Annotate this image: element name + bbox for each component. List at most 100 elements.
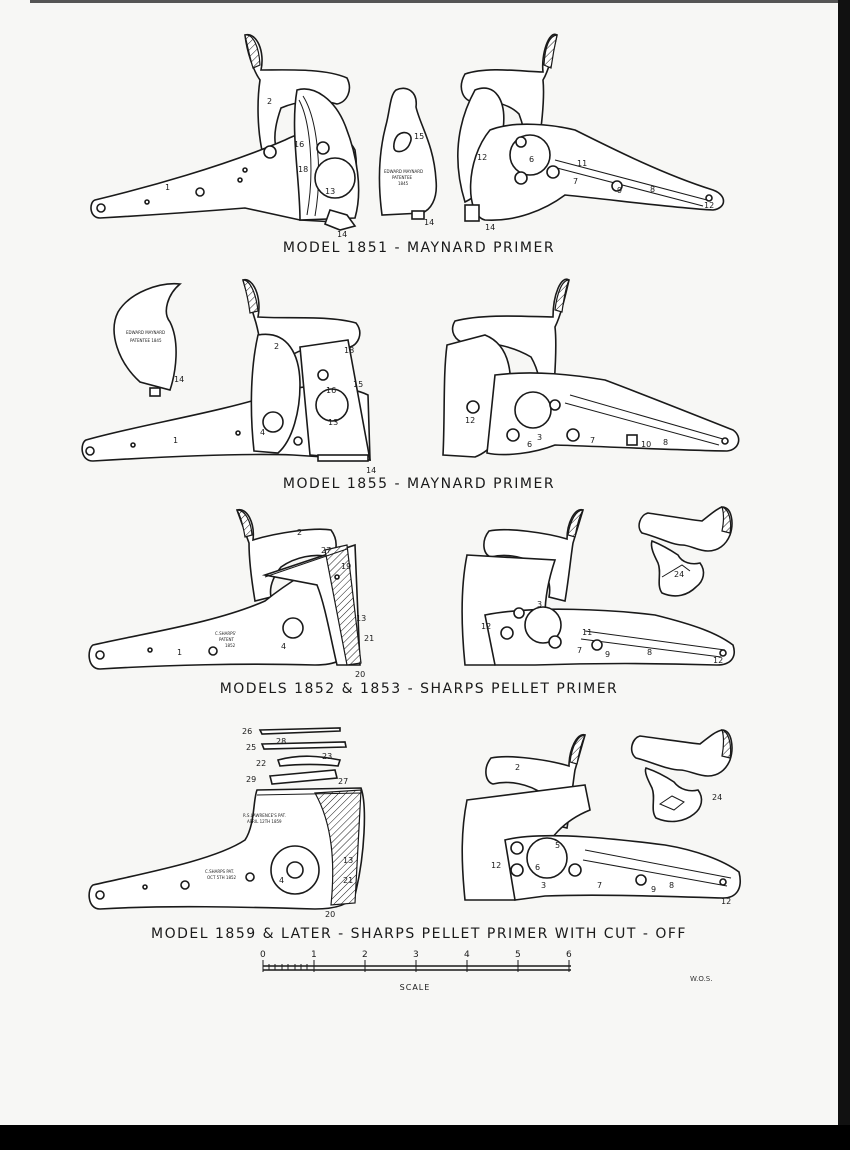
part-label-11: 11 (577, 159, 587, 168)
caption-model-1851: MODEL 1851 - MAYNARD PRIMER (282, 240, 556, 256)
stamp-maynard-1855-line1: EDWARD MAYNARD (126, 330, 165, 335)
part-label-9: 9 (605, 650, 610, 659)
part-label-7: 7 (573, 177, 578, 186)
part-label-14: 14 (485, 223, 495, 232)
part-label-18: 18 (298, 165, 308, 174)
part-label-15: 15 (353, 380, 363, 389)
model-1852-hammer-detail: 24 (632, 505, 742, 609)
stamp-sharps-1852-line3: 1852 (225, 643, 236, 648)
part-label-5: 5 (555, 841, 560, 850)
part-label-8: 8 (650, 185, 655, 194)
part-label-14: 14 (366, 466, 376, 475)
stamp-maynard-1851-line2: PATENTEE (392, 175, 413, 180)
part-label-2: 2 (267, 97, 272, 106)
part-label-13: 13 (343, 856, 353, 865)
part-label-3: 3 (537, 433, 542, 442)
part-label-11: 11 (582, 628, 592, 637)
part-label-6: 6 (529, 155, 534, 164)
part-label-12: 12 (713, 656, 723, 665)
scan-edge-bottom (0, 1125, 850, 1150)
part-label-12: 12 (704, 201, 714, 210)
scale-tick-2: 2 (362, 950, 368, 960)
part-label-27: 27 (321, 546, 331, 555)
part-label-20: 20 (325, 910, 335, 919)
part-label-28: 28 (276, 737, 286, 746)
maynard-1855-magazine-door: EDWARD MAYNARD PATENTEE 1845 14 (100, 282, 190, 406)
part-label-12: 12 (491, 861, 501, 870)
part-label-26: 26 (242, 727, 252, 736)
part-label-8: 8 (647, 648, 652, 657)
scale-tick-0: 0 (260, 950, 266, 960)
part-label-15: 15 (414, 132, 424, 141)
stamp-sharps-1852-line2: PATENT (219, 637, 235, 642)
part-label-8: 8 (669, 881, 674, 890)
part-label-23: 23 (322, 752, 332, 761)
maynard-magazine-door: EDWARD MAYNARD PATENTEE 1845 15 14 (372, 85, 452, 239)
part-label-12: 12 (721, 897, 731, 906)
model-1859-lock-interior: 12 5 6 3 7 9 8 12 2 (455, 730, 745, 914)
part-label-9: 9 (617, 186, 622, 195)
model-1852-lock-exterior: C.SHARPS' PATENT 1852 2 27 19 13 21 4 1 … (85, 505, 375, 684)
part-label-7: 7 (577, 646, 582, 655)
part-label-29: 29 (246, 775, 256, 784)
part-label-4: 4 (281, 642, 286, 651)
scale-tick-1: 1 (311, 950, 317, 960)
scale-tick-6: 6 (566, 950, 572, 960)
scale-tick-3: 3 (413, 950, 419, 960)
part-label-19: 19 (341, 562, 351, 571)
part-label-16: 16 (326, 386, 336, 395)
part-label-21: 21 (343, 876, 353, 885)
part-label-14: 14 (337, 230, 347, 239)
part-label-21: 21 (364, 634, 374, 643)
model-1855-lock-exterior: 2 18 15 16 13 4 1 14 (78, 275, 378, 479)
model-1852-lock-interior: 12 3 11 7 9 8 12 (455, 505, 740, 684)
part-label-1: 1 (173, 436, 178, 445)
part-label-7: 7 (590, 436, 595, 445)
part-label-16: 16 (294, 140, 304, 149)
stamp-lawrence-1859-line2: APRIL 12TH 1859 (247, 819, 282, 824)
stamp-lawrence-1859-line1: R.S.LAWRENCE'S PAT. (243, 813, 286, 818)
caption-model-1859: MODEL 1859 & LATER - SHARPS PELLET PRIME… (151, 926, 687, 942)
part-label-12: 12 (477, 153, 487, 162)
part-label-13: 13 (325, 187, 335, 196)
part-label-14: 14 (174, 375, 184, 384)
drawing-sheet: 2 1 16 18 13 14 EDWARD MAYNARD PATENTEE … (0, 0, 838, 1125)
model-1859-hammer-detail: 24 (622, 728, 742, 832)
model-1851-lock-exterior: 2 1 16 18 13 14 (85, 30, 375, 244)
part-label-8: 8 (663, 438, 668, 447)
stamp-sharps-1859-line1: C.SHARPS PAT. (205, 869, 234, 874)
model-1855-lock-interior: 12 3 6 7 10 8 (435, 275, 745, 469)
model-1859-lock-exterior: R.S.LAWRENCE'S PAT. APRIL 12TH 1859 C.SH… (85, 785, 375, 929)
part-label-25: 25 (246, 743, 256, 752)
part-label-3: 3 (541, 881, 546, 890)
part-label-18: 18 (344, 346, 354, 355)
caption-models-1852-1853: MODELS 1852 & 1853 - SHARPS PELLET PRIME… (219, 681, 619, 697)
stamp-maynard-1855-line2: PATENTEE 1845 (130, 338, 162, 343)
part-label-1: 1 (177, 648, 182, 657)
part-label-13: 13 (328, 418, 338, 427)
part-label-4: 4 (260, 428, 265, 437)
stamp-maynard-1851-line1: EDWARD MAYNARD (384, 169, 423, 174)
part-label-7: 7 (597, 881, 602, 890)
part-label-12: 12 (481, 622, 491, 631)
part-label-13: 13 (356, 614, 366, 623)
part-label-20: 20 (355, 670, 365, 679)
part-label-6: 6 (535, 863, 540, 872)
model-1859-exploded-parts: 26 28 25 23 22 29 27 (240, 722, 380, 796)
part-label-3: 3 (537, 600, 542, 609)
part-label-14: 14 (424, 218, 434, 227)
part-label-22: 22 (256, 759, 266, 768)
part-label-9: 9 (651, 885, 656, 894)
part-label-2: 2 (297, 528, 302, 537)
scale-label: SCALE (399, 983, 431, 992)
part-label-24: 24 (712, 793, 722, 802)
stamp-sharps-1852-line1: C.SHARPS' (215, 631, 236, 636)
part-label-2: 2 (515, 763, 520, 772)
part-label-27: 27 (338, 777, 348, 786)
part-label-10: 10 (641, 440, 651, 449)
scan-edge-right (838, 0, 850, 1150)
scale-bar (255, 948, 585, 988)
part-label-24: 24 (674, 570, 684, 579)
part-label-1: 1 (165, 183, 170, 192)
scale-tick-4: 4 (464, 950, 470, 960)
